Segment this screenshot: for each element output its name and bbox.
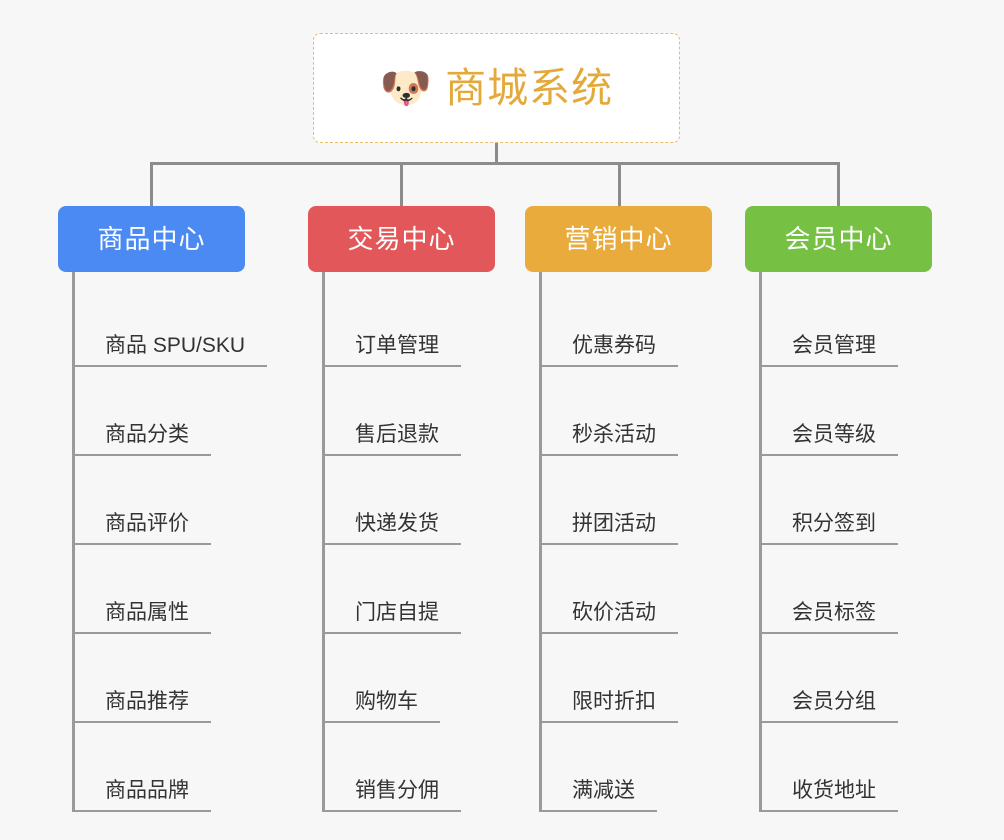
list-item-label: 商品推荐 bbox=[75, 690, 211, 723]
list-item[interactable]: 积分签到 bbox=[762, 456, 932, 545]
list-item-label: 快递发货 bbox=[325, 512, 461, 545]
list-item[interactable]: 商品品牌 bbox=[75, 723, 245, 812]
list-item-label: 会员分组 bbox=[762, 690, 898, 723]
list-item[interactable]: 快递发货 bbox=[325, 456, 495, 545]
dog-face-icon: 🐶 bbox=[379, 64, 433, 111]
list-item-label: 满减送 bbox=[542, 779, 657, 812]
list-item-label: 积分签到 bbox=[762, 512, 898, 545]
list-item[interactable]: 优惠券码 bbox=[542, 278, 712, 367]
list-item-label: 砍价活动 bbox=[542, 601, 678, 634]
list-item-label: 优惠券码 bbox=[542, 334, 678, 367]
list-item-label: 商品属性 bbox=[75, 601, 211, 634]
list-item[interactable]: 商品属性 bbox=[75, 545, 245, 634]
root-node-title: 商城系统 bbox=[445, 64, 614, 111]
list-item[interactable]: 会员分组 bbox=[762, 634, 932, 723]
leaf-list-marketing-center: 优惠券码 秒杀活动 拼团活动 砍价活动 限时折扣 满减送 bbox=[539, 272, 712, 812]
column-member-center: 会员中心 会员管理 会员等级 积分签到 会员标签 会员分组 收货地址 bbox=[745, 206, 932, 812]
category-box-marketing-center[interactable]: 营销中心 bbox=[525, 206, 712, 272]
list-item-label: 拼团活动 bbox=[542, 512, 678, 545]
list-item[interactable]: 商品推荐 bbox=[75, 634, 245, 723]
list-item-label: 商品 SPU/SKU bbox=[75, 334, 268, 367]
list-item-label: 门店自提 bbox=[325, 601, 461, 634]
column-marketing-center: 营销中心 优惠券码 秒杀活动 拼团活动 砍价活动 限时折扣 满减送 bbox=[525, 206, 712, 812]
list-item[interactable]: 限时折扣 bbox=[542, 634, 712, 723]
leaf-list-product-center: 商品 SPU/SKU 商品分类 商品评价 商品属性 商品推荐 商品品牌 bbox=[72, 272, 268, 812]
leaf-list-trade-center: 订单管理 售后退款 快递发货 门店自提 购物车 销售分佣 bbox=[322, 272, 495, 812]
list-item-label: 限时折扣 bbox=[542, 690, 678, 723]
list-item[interactable]: 会员标签 bbox=[762, 545, 932, 634]
category-box-member-center[interactable]: 会员中心 bbox=[745, 206, 932, 272]
list-item[interactable]: 满减送 bbox=[542, 723, 712, 812]
connector-root-stem bbox=[495, 143, 498, 165]
list-item[interactable]: 收货地址 bbox=[762, 723, 932, 812]
list-item[interactable]: 砍价活动 bbox=[542, 545, 712, 634]
category-box-trade-center[interactable]: 交易中心 bbox=[308, 206, 495, 272]
list-item-label: 会员管理 bbox=[762, 334, 898, 367]
list-item[interactable]: 销售分佣 bbox=[325, 723, 495, 812]
list-item-label: 商品分类 bbox=[75, 423, 211, 456]
category-box-product-center[interactable]: 商品中心 bbox=[58, 206, 245, 272]
connector-drop-member-center bbox=[837, 162, 840, 206]
list-item[interactable]: 售后退款 bbox=[325, 367, 495, 456]
leaf-list-member-center: 会员管理 会员等级 积分签到 会员标签 会员分组 收货地址 bbox=[759, 272, 932, 812]
connector-drop-product-center bbox=[150, 162, 153, 206]
list-item-label: 会员等级 bbox=[762, 423, 898, 456]
list-item-label: 销售分佣 bbox=[325, 779, 461, 812]
root-node-mall-system[interactable]: 🐶 商城系统 bbox=[313, 33, 680, 143]
column-product-center: 商品中心 商品 SPU/SKU 商品分类 商品评价 商品属性 商品推荐 商品品牌 bbox=[58, 206, 268, 812]
list-item[interactable]: 商品分类 bbox=[75, 367, 245, 456]
list-item[interactable]: 门店自提 bbox=[325, 545, 495, 634]
list-item[interactable]: 订单管理 bbox=[325, 278, 495, 367]
connector-drop-trade-center bbox=[400, 162, 403, 206]
list-item[interactable]: 会员等级 bbox=[762, 367, 932, 456]
list-item[interactable]: 会员管理 bbox=[762, 278, 932, 367]
list-item-label: 收货地址 bbox=[762, 779, 898, 812]
connector-horizontal-bus bbox=[150, 162, 840, 165]
category-label: 营销中心 bbox=[564, 224, 673, 254]
category-label: 会员中心 bbox=[784, 224, 893, 254]
list-item-label: 商品评价 bbox=[75, 512, 211, 545]
list-item-label: 购物车 bbox=[325, 690, 440, 723]
list-item[interactable]: 商品 SPU/SKU bbox=[75, 278, 268, 367]
list-item[interactable]: 购物车 bbox=[325, 634, 495, 723]
list-item-label: 订单管理 bbox=[325, 334, 461, 367]
list-item[interactable]: 拼团活动 bbox=[542, 456, 712, 545]
connector-drop-marketing-center bbox=[618, 162, 621, 206]
list-item-label: 商品品牌 bbox=[75, 779, 211, 812]
list-item-label: 售后退款 bbox=[325, 423, 461, 456]
category-label: 交易中心 bbox=[347, 224, 456, 254]
list-item-label: 秒杀活动 bbox=[542, 423, 678, 456]
column-trade-center: 交易中心 订单管理 售后退款 快递发货 门店自提 购物车 销售分佣 bbox=[308, 206, 495, 812]
category-label: 商品中心 bbox=[97, 224, 206, 254]
list-item[interactable]: 秒杀活动 bbox=[542, 367, 712, 456]
list-item-label: 会员标签 bbox=[762, 601, 898, 634]
list-item[interactable]: 商品评价 bbox=[75, 456, 245, 545]
